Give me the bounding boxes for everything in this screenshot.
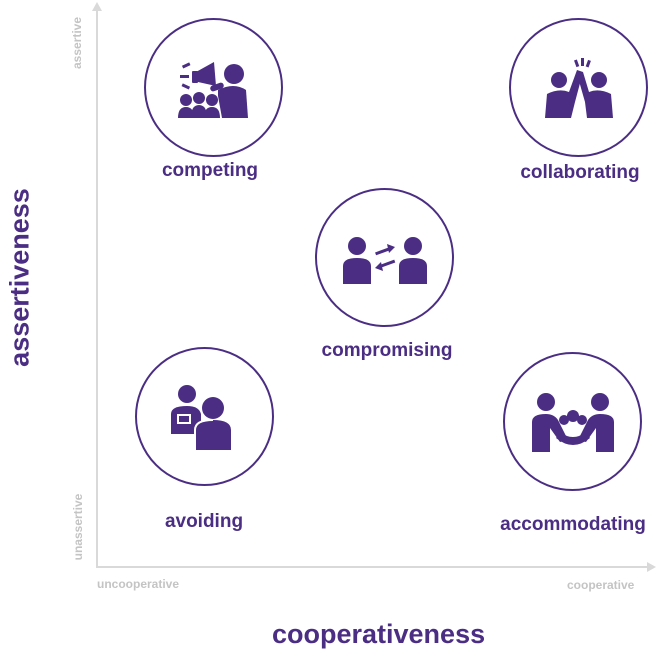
x-axis-arrow [647, 562, 656, 572]
accommodating-node [503, 352, 642, 491]
x-axis-high-label: cooperative [567, 578, 635, 592]
avoiding-node [135, 347, 274, 486]
y-axis-low-label: unassertive [71, 493, 85, 561]
megaphone-speaker-icon [174, 56, 254, 120]
y-axis-line [96, 10, 98, 568]
y-axis-title: assertiveness [4, 188, 35, 367]
avoiding-label: avoiding [164, 511, 244, 532]
x-axis-title: cooperativeness [272, 619, 486, 649]
x-axis-low-label: uncooperative [97, 577, 180, 591]
high-five-icon [539, 56, 619, 120]
avoiding-people-icon [165, 384, 245, 450]
competing-label: competing [161, 160, 259, 181]
y-axis-arrow [92, 2, 102, 11]
collaborating-label: collaborating [520, 162, 640, 183]
hands-embrace-icon [530, 392, 616, 452]
compromising-label: compromising [321, 340, 453, 361]
y-axis-high-label: assertive [70, 16, 84, 70]
exchange-icon [341, 232, 429, 284]
accommodating-label: accommodating [500, 514, 646, 535]
x-axis-line [96, 566, 648, 568]
compromising-node [315, 188, 454, 327]
competing-node [144, 18, 283, 157]
collaborating-node [509, 18, 648, 157]
